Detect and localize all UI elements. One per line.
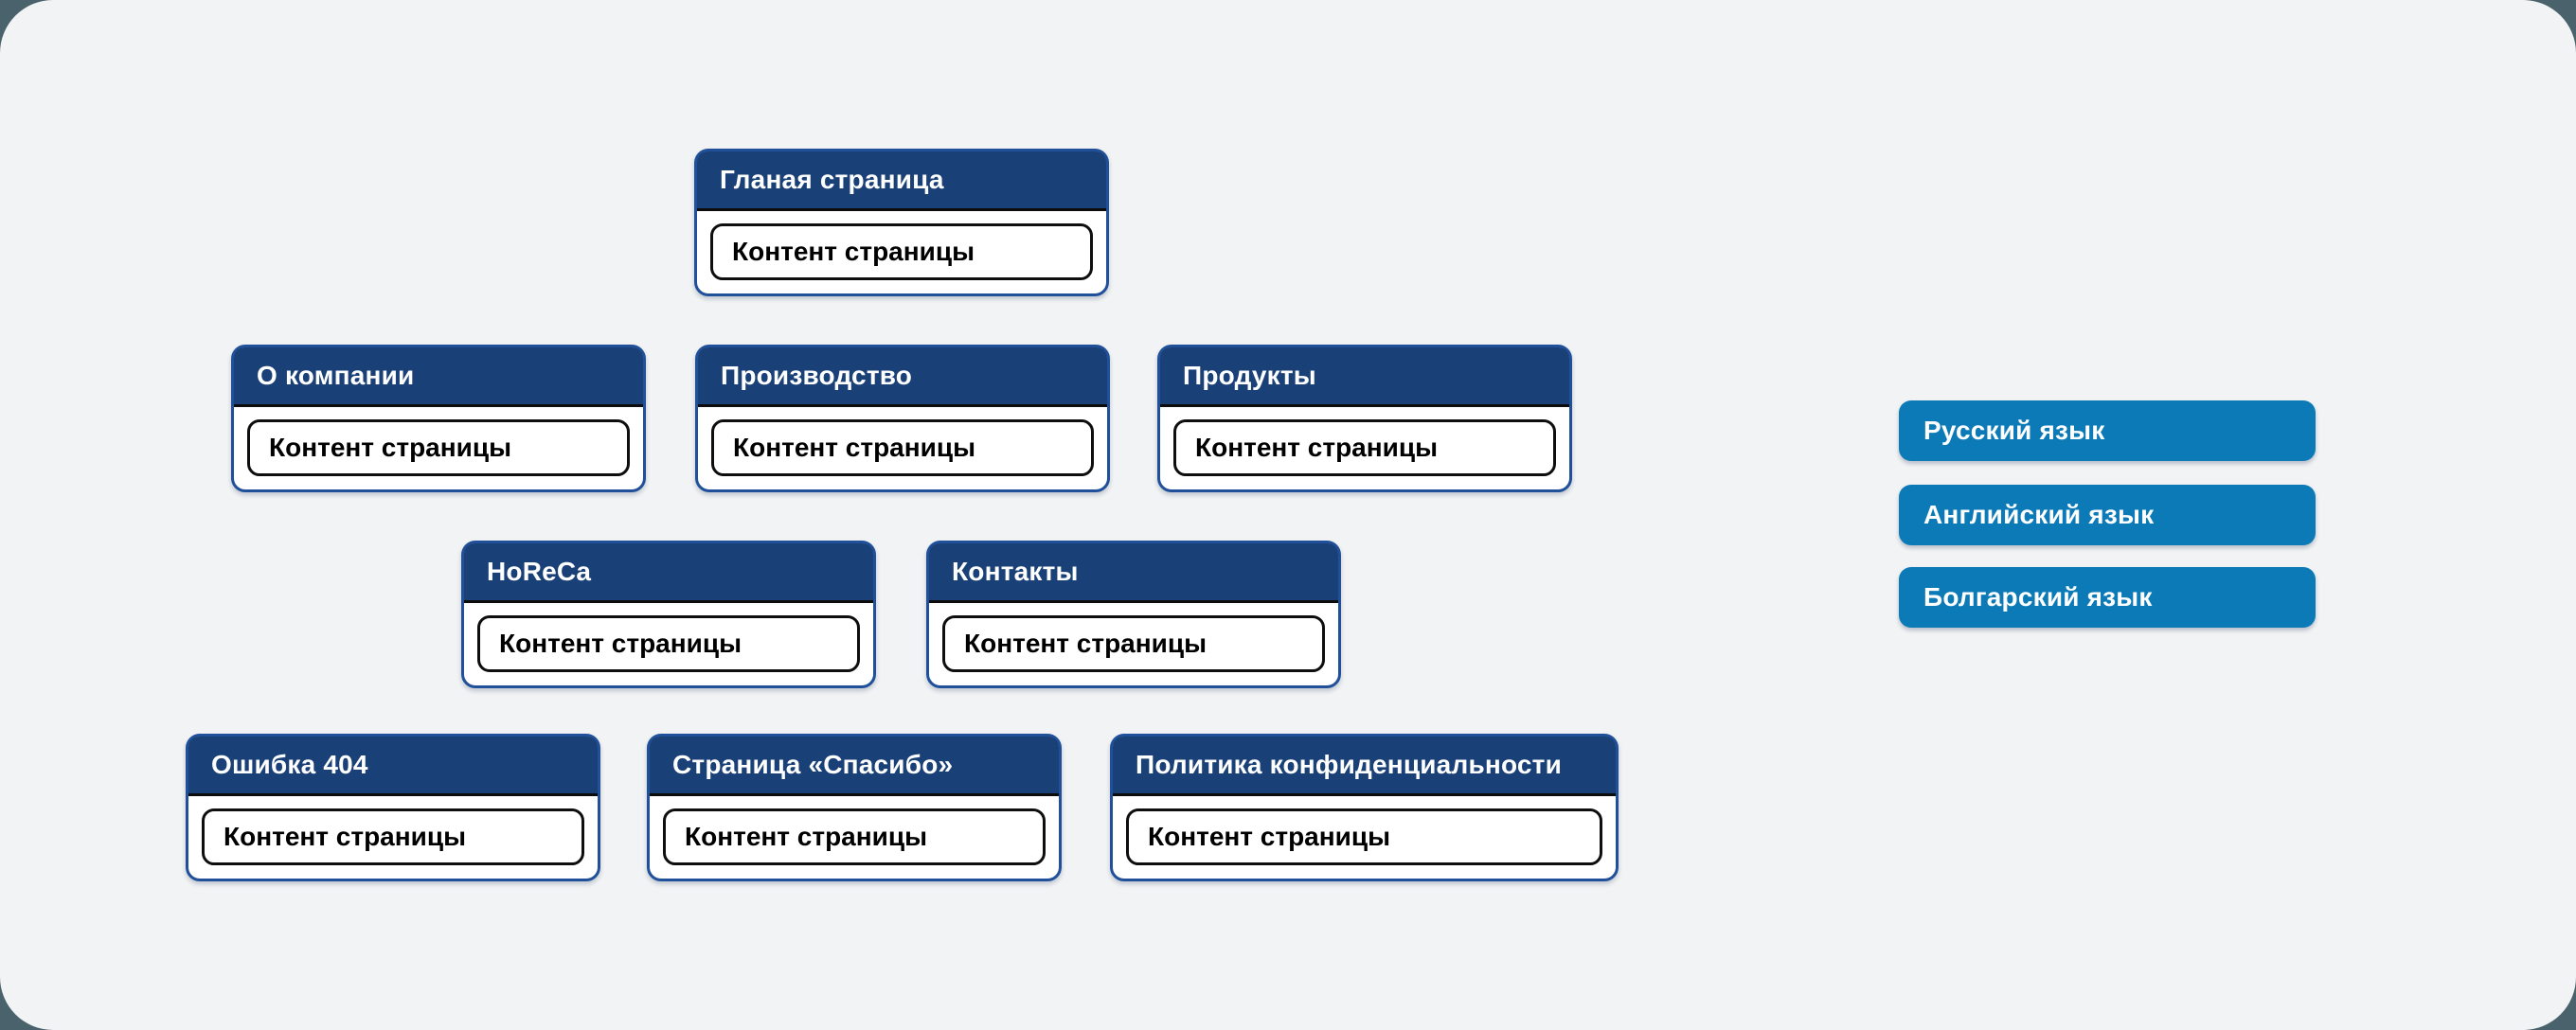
- page-card-production-content-label: Контент страницы: [733, 433, 976, 462]
- page-card-about-title-bar: О компании: [234, 347, 643, 407]
- page-card-production-body: Контент страницы: [698, 407, 1107, 489]
- page-card-production[interactable]: Производство Контент страницы: [695, 345, 1110, 492]
- language-button-bulgarian[interactable]: Болгарский язык: [1899, 567, 2316, 628]
- language-button-english[interactable]: Английский язык: [1899, 485, 2316, 545]
- page-card-about-body: Контент страницы: [234, 407, 643, 489]
- page-card-about-title: О компании: [257, 361, 415, 390]
- page-card-privacy-body: Контент страницы: [1113, 796, 1616, 879]
- page-card-privacy-content-box: Контент страницы: [1126, 808, 1602, 865]
- page-card-horeca-content-label: Контент страницы: [499, 629, 742, 658]
- page-card-privacy-title: Политика конфиденциальности: [1136, 750, 1562, 779]
- page-card-production-content-box: Контент страницы: [711, 419, 1094, 476]
- page-card-contacts-content-label: Контент страницы: [964, 629, 1208, 658]
- page-card-thanks-content-box: Контент страницы: [663, 808, 1046, 865]
- page-card-error404[interactable]: Ошибка 404 Контент страницы: [186, 734, 600, 881]
- page-card-main-content-box: Контент страницы: [710, 223, 1093, 280]
- page-card-products-content-label: Контент страницы: [1195, 433, 1439, 462]
- page-card-products-title: Продукты: [1183, 361, 1316, 390]
- page-card-contacts-title-bar: Контакты: [929, 543, 1338, 603]
- page-card-privacy[interactable]: Политика конфиденциальности Контент стра…: [1110, 734, 1619, 881]
- page-card-contacts-content-box: Контент страницы: [942, 615, 1325, 672]
- page-card-production-title-bar: Производство: [698, 347, 1107, 407]
- page-card-about-content-label: Контент страницы: [269, 433, 512, 462]
- page-card-thanks-body: Контент страницы: [650, 796, 1059, 879]
- page-card-privacy-title-bar: Политика конфиденциальности: [1113, 737, 1616, 796]
- page-card-thanks-title: Страница «Спасибо»: [672, 750, 954, 779]
- page-card-main-content-label: Контент страницы: [732, 237, 975, 266]
- page-card-error404-content-box: Контент страницы: [202, 808, 584, 865]
- page-card-error404-title: Ошибка 404: [211, 750, 368, 779]
- page-card-horeca-body: Контент страницы: [464, 603, 873, 685]
- page-card-about-content-box: Контент страницы: [247, 419, 630, 476]
- page-card-main-title: Гланая страница: [720, 165, 944, 194]
- page-card-privacy-content-label: Контент страницы: [1148, 822, 1391, 851]
- page-card-error404-body: Контент страницы: [188, 796, 598, 879]
- page-card-thanks-content-label: Контент страницы: [685, 822, 928, 851]
- page-card-error404-title-bar: Ошибка 404: [188, 737, 598, 796]
- page-card-main-title-bar: Гланая страница: [697, 151, 1106, 211]
- page-card-horeca-title: HoReCa: [487, 557, 592, 586]
- page-card-production-title: Производство: [721, 361, 913, 390]
- page-card-contacts[interactable]: Контакты Контент страницы: [926, 541, 1341, 688]
- page-card-contacts-title: Контакты: [952, 557, 1079, 586]
- page-card-about[interactable]: О компании Контент страницы: [231, 345, 646, 492]
- page-card-thanks-title-bar: Страница «Спасибо»: [650, 737, 1059, 796]
- page-card-horeca-content-box: Контент страницы: [477, 615, 860, 672]
- page-card-products-title-bar: Продукты: [1160, 347, 1569, 407]
- page-card-products-content-box: Контент страницы: [1173, 419, 1556, 476]
- page-card-main-body: Контент страницы: [697, 211, 1106, 293]
- language-button-russian[interactable]: Русский язык: [1899, 400, 2316, 461]
- page-card-contacts-body: Контент страницы: [929, 603, 1338, 685]
- page-card-thanks[interactable]: Страница «Спасибо» Контент страницы: [647, 734, 1062, 881]
- page-card-products[interactable]: Продукты Контент страницы: [1157, 345, 1572, 492]
- page-card-products-body: Контент страницы: [1160, 407, 1569, 489]
- page-card-main[interactable]: Гланая страница Контент страницы: [694, 149, 1109, 296]
- page-card-horeca-title-bar: HoReCa: [464, 543, 873, 603]
- page-card-horeca[interactable]: HoReCa Контент страницы: [461, 541, 876, 688]
- page-card-error404-content-label: Контент страницы: [224, 822, 467, 851]
